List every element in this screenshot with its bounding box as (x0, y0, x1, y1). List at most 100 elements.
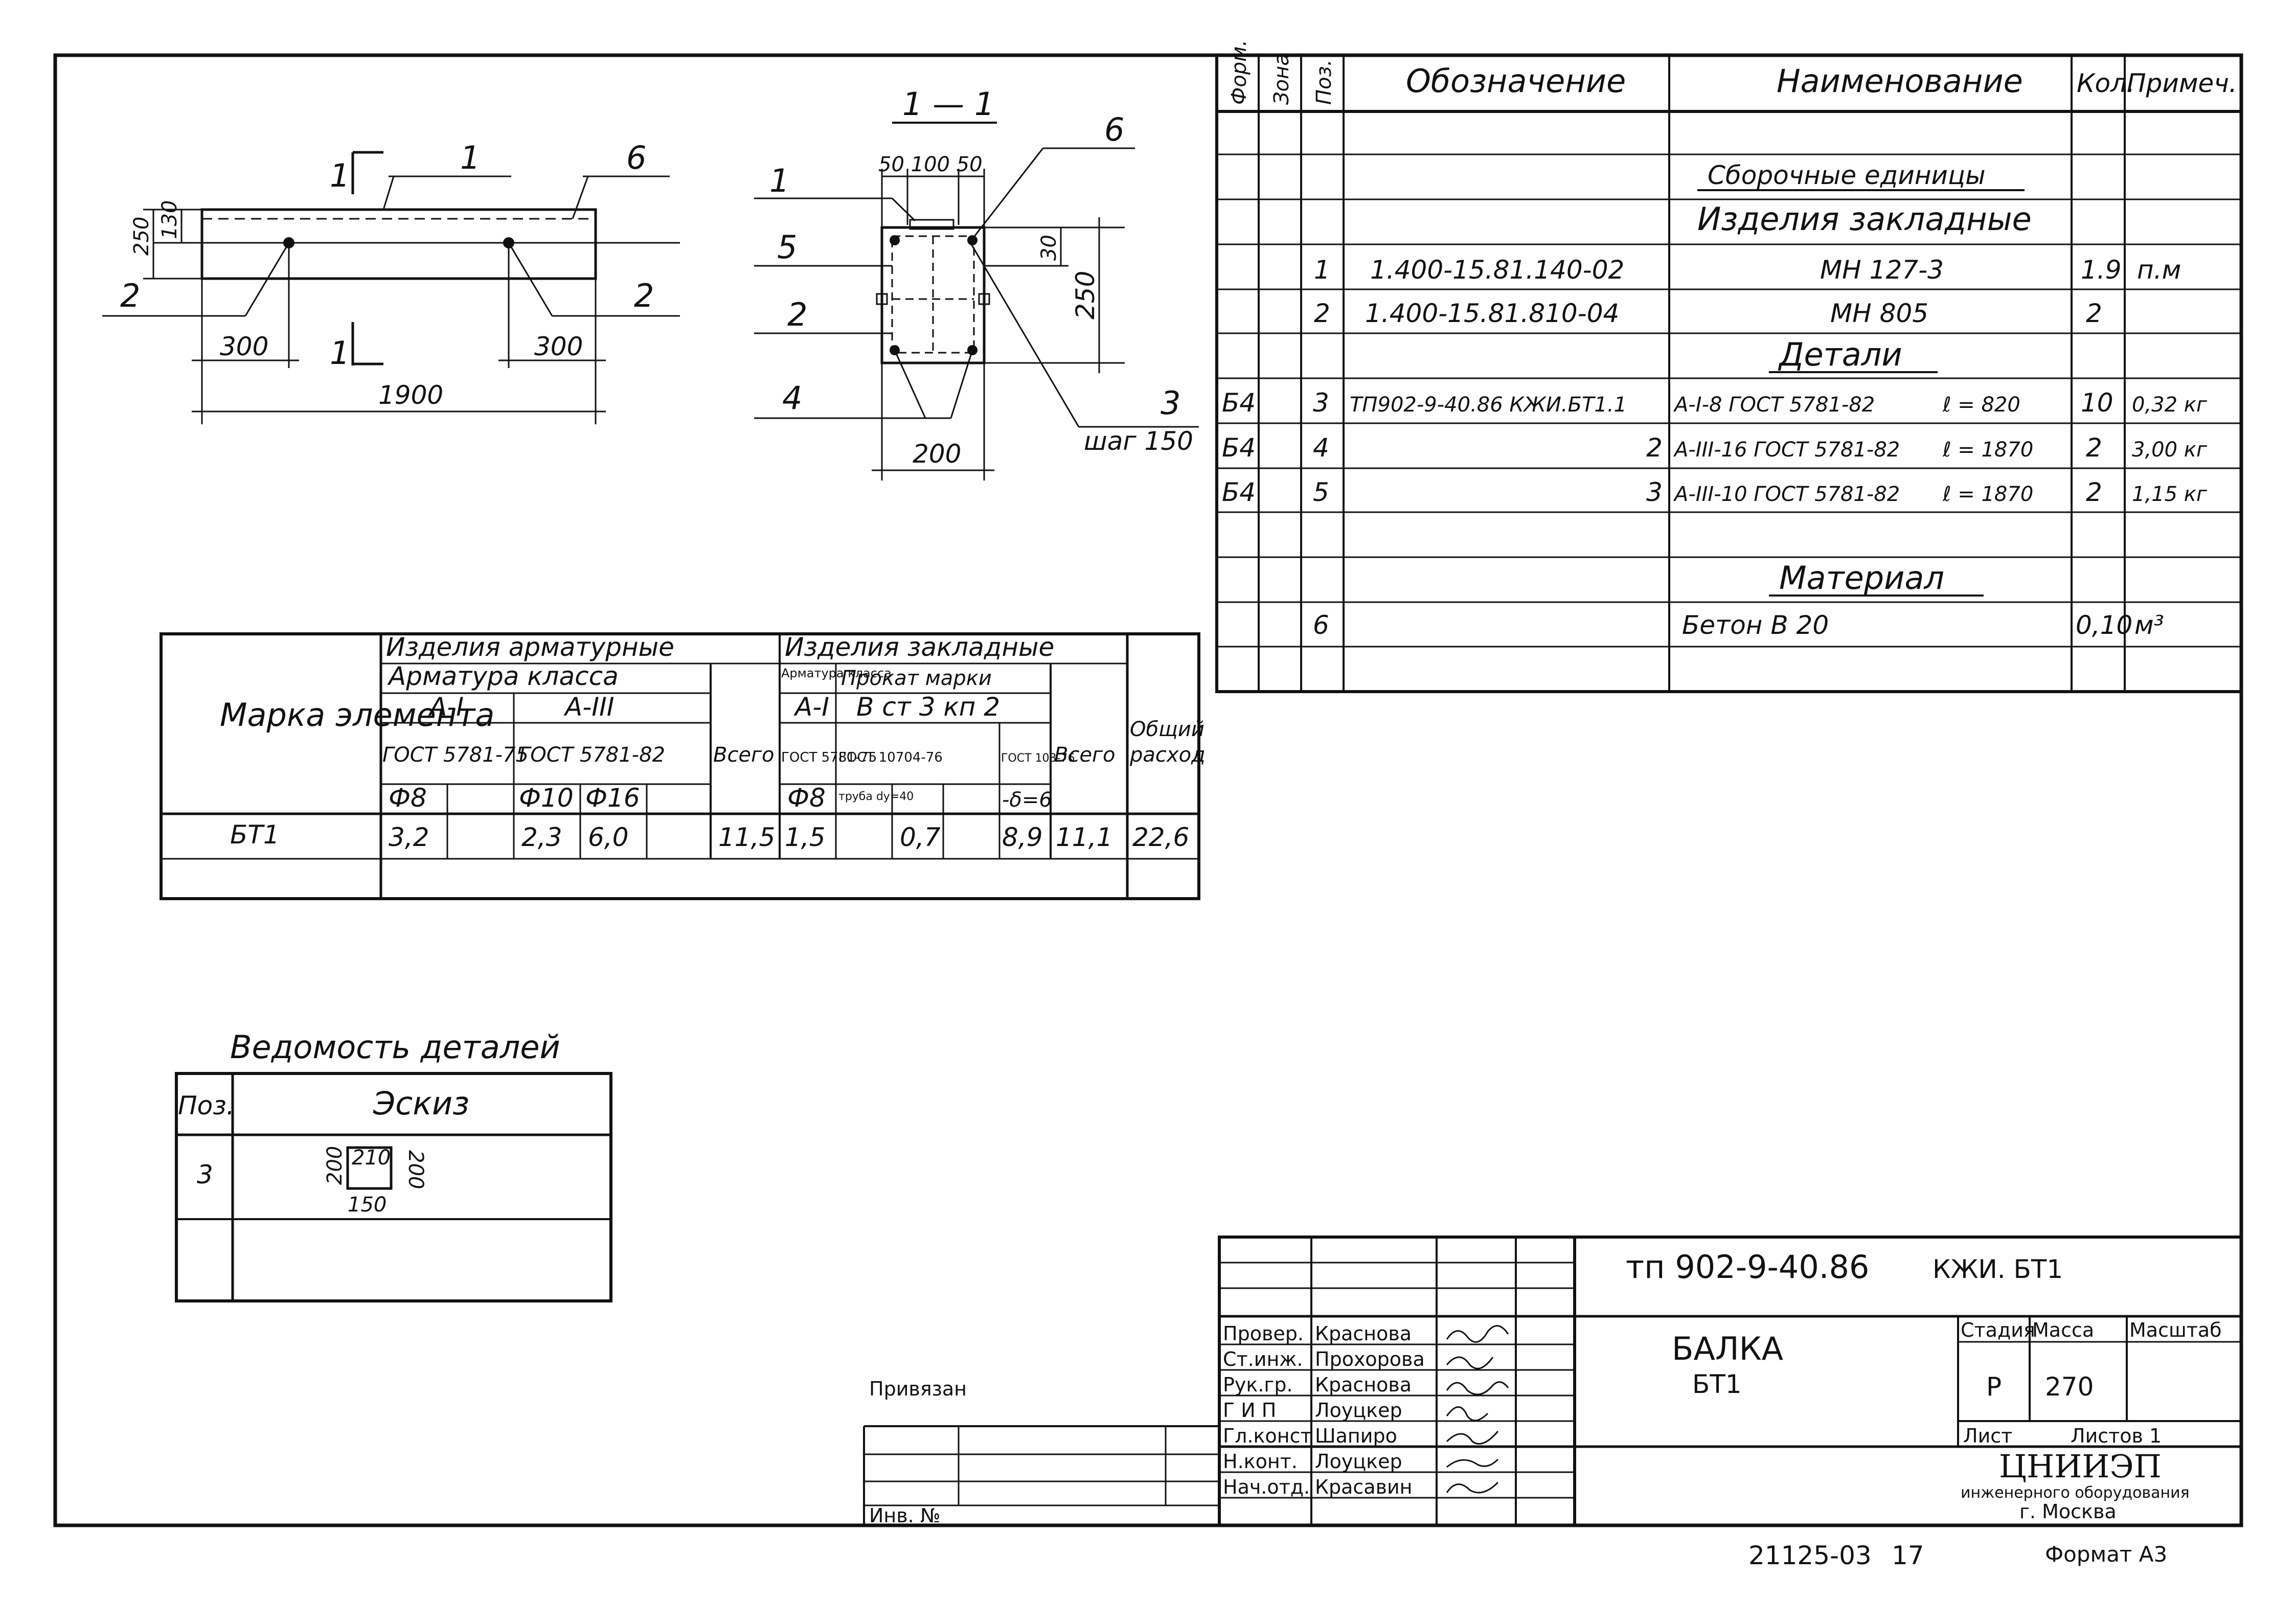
dim-height-250: 250 (1071, 271, 1100, 319)
group-assembly: Сборочные единицы (1708, 161, 1986, 190)
sheet-label: Лист (1963, 1425, 2012, 1447)
signature-3 (1446, 1406, 1489, 1422)
details-list: Ведомость деталей Поз. Эскиз 3 200 210 2… (175, 1028, 612, 1302)
bottom-number: 17 (1892, 1541, 1924, 1570)
row-emb-d8: 1,5 (785, 822, 826, 852)
title-block: Привязан Инв. № тп 902-9-40.86 КЖИ. БТ1 … (863, 1236, 2243, 1570)
spec-row3-qty: 10 (2081, 388, 2113, 418)
header-gost-plate: ГОСТ 103-76 (1001, 752, 1075, 765)
header-designation: Обозначение (1406, 62, 1626, 100)
signature-5 (1446, 1458, 1499, 1468)
details-pos-header: Поз. (178, 1091, 235, 1120)
spec-row3-pos: 3 (1313, 388, 1329, 418)
details-sketch-header: Эскиз (373, 1085, 469, 1122)
role-4: Гл.конст (1223, 1425, 1312, 1447)
stage-header: Стадия (1961, 1319, 2035, 1341)
spec-row1-note: п.м (2137, 255, 2181, 285)
role-1: Ст.инж. (1223, 1348, 1303, 1370)
stirrup-sketch (346, 1146, 393, 1190)
spec-row5-designation: 3 (1646, 477, 1663, 507)
title-object-line2: БТ1 (1692, 1369, 1742, 1399)
spec-row4-qty: 2 (2086, 433, 2102, 463)
leader-label-6: 6 (626, 139, 646, 176)
row-emb-pipe: 0,7 (900, 822, 941, 852)
section-leader-5: 5 (777, 228, 797, 266)
header-gost-a1: ГОСТ 5781-75 (382, 743, 529, 767)
header-overall-1: Общий (1130, 718, 1204, 741)
role-name-0: Краснова (1315, 1322, 1412, 1345)
beam-elevation: 1 1 1 6 2 2 250 130 300 300 1900 (102, 139, 680, 424)
spec-row5-format: Б4 (1222, 477, 1256, 507)
beam-outline (200, 208, 597, 280)
specification-table: Форм. Зона Поз. Обозначение Наименование… (1215, 40, 2243, 693)
row-reinf-d8: 3,2 (389, 822, 429, 852)
group-embedded: Изделия закладные (1697, 200, 2032, 238)
role-0: Провер. (1223, 1322, 1304, 1345)
dim-end-left: 300 (220, 332, 268, 361)
header-plate: -δ=6 (1002, 788, 1052, 812)
bottom-code: 21125-03 (1748, 1541, 1872, 1570)
section-outline (880, 226, 986, 364)
role-name-6: Красавин (1315, 1476, 1413, 1498)
spec-row2-pos: 2 (1314, 299, 1330, 328)
title-inv-no: Инв. № (869, 1504, 940, 1527)
header-d8: Ф8 (389, 783, 427, 813)
dim-30: 30 (1037, 235, 1061, 261)
leader-label-1: 1 (460, 139, 480, 176)
signature-4 (1446, 1431, 1499, 1445)
header-note: Примеч. (2127, 68, 2237, 98)
role-name-3: Лоуцкер (1315, 1399, 1402, 1422)
role-name-5: Лоуцкер (1315, 1450, 1402, 1473)
role-6: Нач.отд. (1223, 1476, 1310, 1498)
section-leader-2: 2 (787, 296, 807, 333)
row-reinf-d10: 2,3 (521, 822, 562, 852)
spec-row5-note: 1,15 кг (2132, 483, 2208, 506)
header-mark-element: Марка элемента (220, 696, 494, 734)
sketch-dim-right: 200 (404, 1150, 427, 1189)
details-row-pos: 3 (197, 1160, 213, 1190)
dim-top-50-100-50: 50 100 50 (878, 153, 983, 176)
spec-row4-pos: 4 (1313, 433, 1329, 463)
spec-row1-designation: 1.400-15.81.140-02 (1370, 255, 1624, 285)
row-reinf-d16: 6,0 (588, 822, 629, 852)
org-subtitle: инженерного оборудования (1961, 1484, 2190, 1502)
header-emb-class-a1: А-I (793, 692, 829, 722)
spec-row3-format: Б4 (1222, 388, 1256, 418)
sketch-dim-top: 210 (352, 1146, 391, 1170)
header-gost-a3: ГОСТ 5781-82 (519, 743, 665, 767)
spec-row4-format: Б4 (1222, 433, 1256, 463)
section-leader-3: 3 (1161, 384, 1180, 422)
header-qty: Кол. (2077, 68, 2135, 98)
spec-row5-qty: 2 (2086, 477, 2102, 507)
spec-row4-note: 3,00 кг (2132, 438, 2208, 462)
stage-value: Р (1986, 1372, 2002, 1402)
header-format: Форм. (1227, 40, 1251, 105)
signature-2 (1446, 1381, 1509, 1396)
embedded-plate (909, 219, 954, 230)
leader-label-2-left: 2 (120, 277, 140, 314)
spec-row4-name: А-III-16 ГОСТ 5781-82 (1673, 438, 1900, 462)
header-emb-reinf-class: Арматура класса (781, 666, 892, 680)
signature-0 (1446, 1325, 1509, 1343)
cut-mark-bottom: 1 (330, 334, 350, 372)
spec-row3-note: 0,32 кг (2132, 393, 2208, 417)
spec-row5-length: ℓ = 1870 (1942, 483, 2033, 506)
spec-row2-qty: 2 (2086, 299, 2102, 328)
spec-row4-designation: 2 (1646, 433, 1663, 463)
dim-width-200: 200 (913, 439, 961, 469)
title-object-line1: БАЛКА (1672, 1330, 1783, 1367)
row-emb-total: 11,1 (1056, 822, 1112, 852)
group-details: Детали (1778, 336, 1902, 373)
role-5: Н.конт. (1223, 1450, 1298, 1473)
sketch-dim-bottom: 150 (348, 1193, 387, 1217)
role-3: Г И П (1223, 1399, 1276, 1422)
header-emb-gost-a1: ГОСТ 5781-75 (781, 750, 877, 765)
header-d10: Ф10 (519, 783, 574, 813)
row-emb-plate: 8,9 (1002, 822, 1043, 852)
header-reinf-total: Всего (713, 743, 775, 767)
sheet-format: Формат А3 (2045, 1542, 2167, 1567)
spec-row6-pos: 6 (1313, 610, 1329, 640)
section-leader-6: 6 (1104, 111, 1124, 148)
sheets-label: Листов 1 (2071, 1425, 2162, 1447)
